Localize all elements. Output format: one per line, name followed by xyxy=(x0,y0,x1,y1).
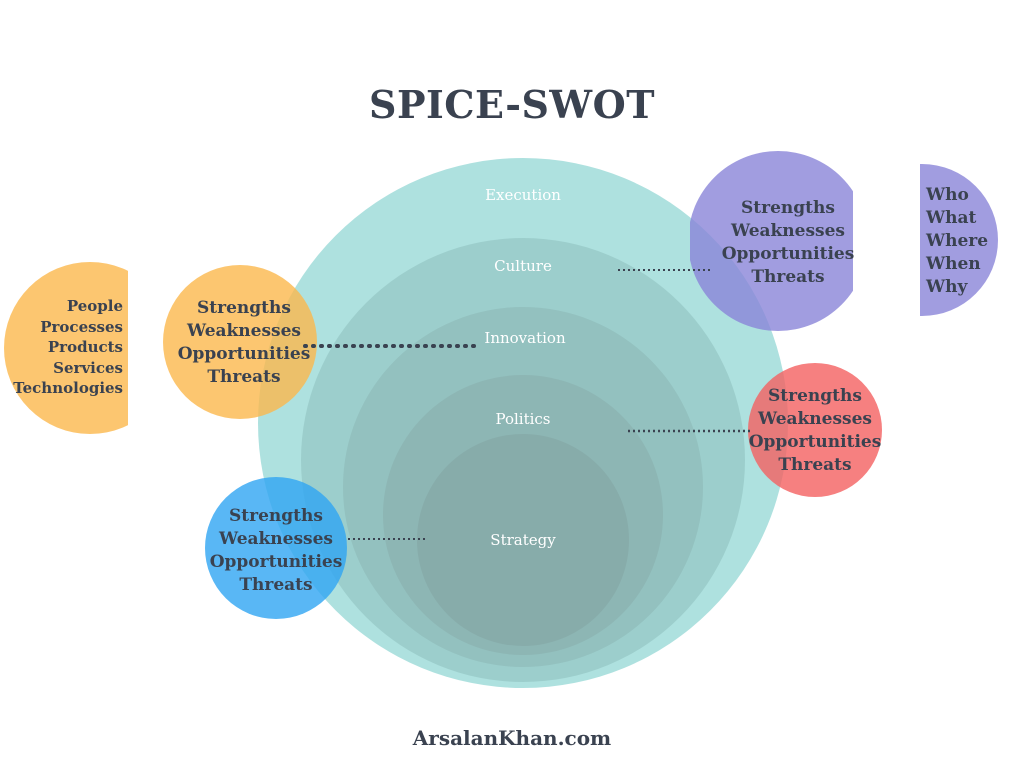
swot-strengths: Strengths xyxy=(768,386,862,406)
swot-weaknesses: Weaknesses xyxy=(730,221,846,241)
spice-item-services: Services xyxy=(53,358,123,377)
swot-threats: Threats xyxy=(239,575,313,595)
swot-strengths: Strengths xyxy=(197,298,291,318)
swot-list-red: Strengths Weaknesses Opportunities Threa… xyxy=(741,385,889,477)
ring-label-culture: Culture xyxy=(494,257,552,275)
swot-threats: Threats xyxy=(751,267,825,287)
questions-list: Who What Where When Why xyxy=(926,184,1016,299)
ring-strategy xyxy=(417,434,629,646)
swot-weaknesses: Weaknesses xyxy=(218,529,334,549)
spice-item-products: Products xyxy=(47,338,123,356)
diagram-title: SPICE-SWOT xyxy=(369,82,655,127)
swot-opportunities: Opportunities xyxy=(177,344,311,364)
ring-label-strategy: Strategy xyxy=(490,531,556,549)
ring-label-execution: Execution xyxy=(485,186,561,204)
swot-weaknesses: Weaknesses xyxy=(186,321,302,341)
question-what: What xyxy=(926,208,977,228)
swot-threats: Threats xyxy=(778,455,852,475)
swot-opportunities: Opportunities xyxy=(721,244,855,264)
question-when: When xyxy=(926,254,981,274)
spice-item-people: People xyxy=(66,297,123,315)
swot-strengths: Strengths xyxy=(229,506,323,526)
spice-item-processes: Processes xyxy=(40,317,123,336)
swot-circle-blue xyxy=(205,477,347,619)
swot-list-purple: Strengths Weaknesses Opportunities Threa… xyxy=(714,197,862,289)
question-why: Why xyxy=(926,277,968,297)
question-where: Where xyxy=(926,231,989,251)
swot-opportunities: Opportunities xyxy=(209,552,343,572)
swot-strengths: Strengths xyxy=(741,198,835,218)
questions-circle xyxy=(920,164,998,316)
ring-label-politics: Politics xyxy=(495,410,551,428)
question-who: Who xyxy=(926,185,969,205)
footer-credit: ArsalanKhan.com xyxy=(412,726,612,750)
swot-list-blue: Strengths Weaknesses Opportunities Threa… xyxy=(202,505,350,597)
spice-dimensions-list: People Processes Products Services Techn… xyxy=(8,296,123,399)
spice-item-technologies: Technologies xyxy=(13,379,123,397)
ring-label-innovation: Innovation xyxy=(484,329,566,347)
swot-circle-orange xyxy=(163,265,317,419)
swot-list-orange: Strengths Weaknesses Opportunities Threa… xyxy=(170,297,318,389)
spice-dimensions-circle xyxy=(4,262,128,434)
swot-weaknesses: Weaknesses xyxy=(757,409,873,429)
swot-circle-purple xyxy=(690,151,853,331)
swot-circle-red xyxy=(748,363,882,497)
swot-threats: Threats xyxy=(207,367,281,387)
swot-opportunities: Opportunities xyxy=(748,432,882,452)
